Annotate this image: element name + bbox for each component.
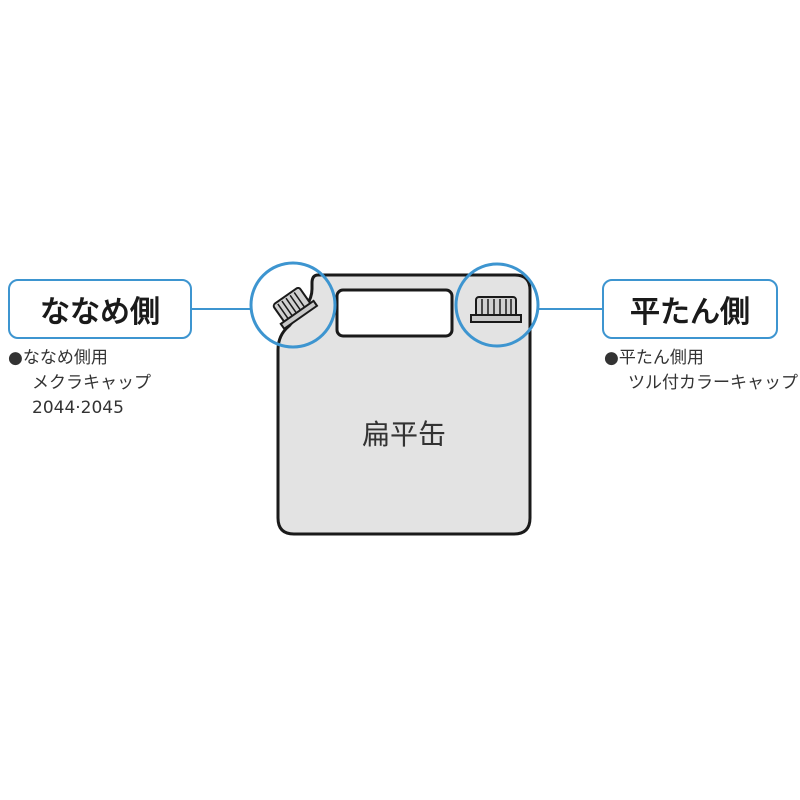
diagonal-side-desc-line-1: ●ななめ側用 [8,348,108,368]
flat-side-desc-line-2: ツル付カラーキャップ [628,373,798,393]
tilted-cap [272,286,319,331]
label-box-flat-side: 平たん側 [602,279,778,339]
diagonal-side-desc-line-2: メクラキャップ [32,373,151,393]
flat-cap [470,296,522,323]
diagonal-side-desc-line-3: 2044·2045 [32,398,124,418]
flat-side-description: ●平たん側用 ツル付カラーキャップ [604,346,798,396]
label-box-diagonal-side: ななめ側 [8,279,192,339]
can-handle-opening [335,288,454,338]
can-label: 扁平缶 [362,418,446,451]
flat-side-desc-line-1: ●平たん側用 [604,348,704,368]
highlight-circle-left [249,261,337,349]
highlight-circle-right [454,262,540,348]
diagonal-side-description: ●ななめ側用 メクラキャップ 2044·2045 [8,346,151,421]
flat-side-title: 平たん側 [630,295,750,330]
can-body [276,273,532,536]
diagonal-side-title: ななめ側 [40,295,160,330]
